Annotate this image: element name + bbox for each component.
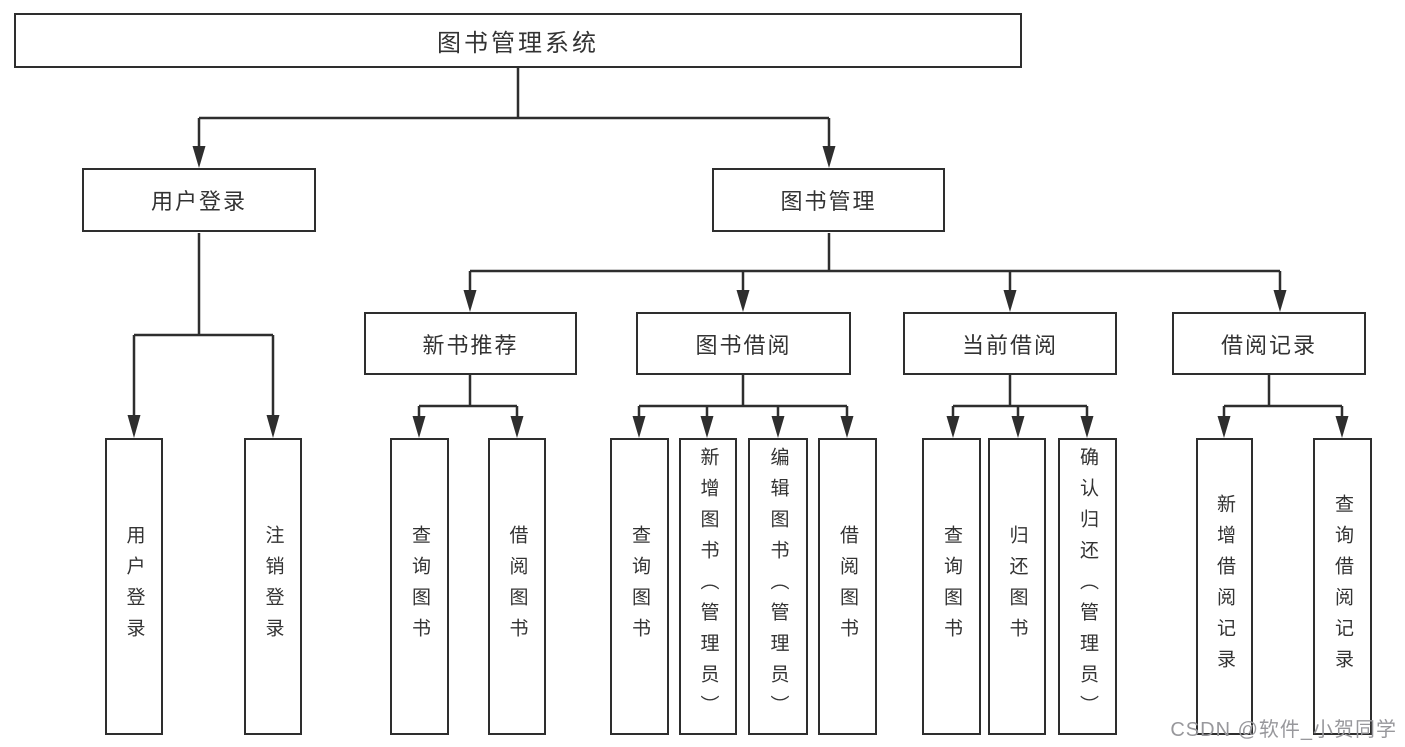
leaf-add-books-admin-label: 新增图书（管理员） <box>697 447 719 726</box>
leaf-borrow-books-borrowing-label: 借阅图书 <box>837 524 858 649</box>
leaf-query-borrow-record: 查询借阅记录 <box>1313 438 1372 735</box>
leaf-borrow-books-recommend: 借阅图书 <box>488 438 546 735</box>
node-library-management-system: 图书管理系统 <box>14 13 1022 68</box>
leaf-query-books-borrowing-label: 查询图书 <box>629 524 650 649</box>
leaf-edit-books-admin: 编辑图书（管理员） <box>748 438 808 735</box>
leaf-add-borrow-record: 新增借阅记录 <box>1196 438 1253 735</box>
node-current-borrowing: 当前借阅 <box>903 312 1117 375</box>
node-borrowing-records: 借阅记录 <box>1172 312 1366 375</box>
leaf-query-books-recommend: 查询图书 <box>390 438 449 735</box>
leaf-logout-label: 注销登录 <box>262 524 284 649</box>
leaf-confirm-return-admin-label: 确认归还（管理员） <box>1077 447 1098 726</box>
leaf-return-books: 归还图书 <box>988 438 1046 735</box>
watermark-text: CSDN @软件_小贺同学 <box>1170 719 1397 741</box>
leaf-query-books-borrowing: 查询图书 <box>610 438 669 735</box>
arrowheads <box>127 146 1349 438</box>
leaf-query-books-current: 查询图书 <box>922 438 981 735</box>
leaf-query-borrow-record-label: 查询借阅记录 <box>1332 493 1353 680</box>
leaf-user-login-label: 用户登录 <box>123 524 145 649</box>
connector-paths <box>132 68 1344 418</box>
node-new-book-recommend: 新书推荐 <box>364 312 577 375</box>
leaf-query-books-current-label: 查询图书 <box>941 524 962 649</box>
leaf-confirm-return-admin: 确认归还（管理员） <box>1058 438 1117 735</box>
leaf-add-borrow-record-label: 新增借阅记录 <box>1214 493 1235 680</box>
node-book-management: 图书管理 <box>712 168 945 232</box>
leaf-user-login: 用户登录 <box>105 438 163 735</box>
leaf-return-books-label: 归还图书 <box>1006 524 1028 649</box>
node-user-login: 用户登录 <box>82 168 316 232</box>
leaf-add-books-admin: 新增图书（管理员） <box>679 438 737 735</box>
leaf-logout: 注销登录 <box>244 438 302 735</box>
leaf-borrow-books-recommend-label: 借阅图书 <box>506 524 528 649</box>
leaf-query-books-recommend-label: 查询图书 <box>409 524 430 649</box>
leaf-borrow-books-borrowing: 借阅图书 <box>818 438 877 735</box>
node-book-borrowing: 图书借阅 <box>636 312 851 375</box>
leaf-edit-books-admin-label: 编辑图书（管理员） <box>767 447 789 726</box>
